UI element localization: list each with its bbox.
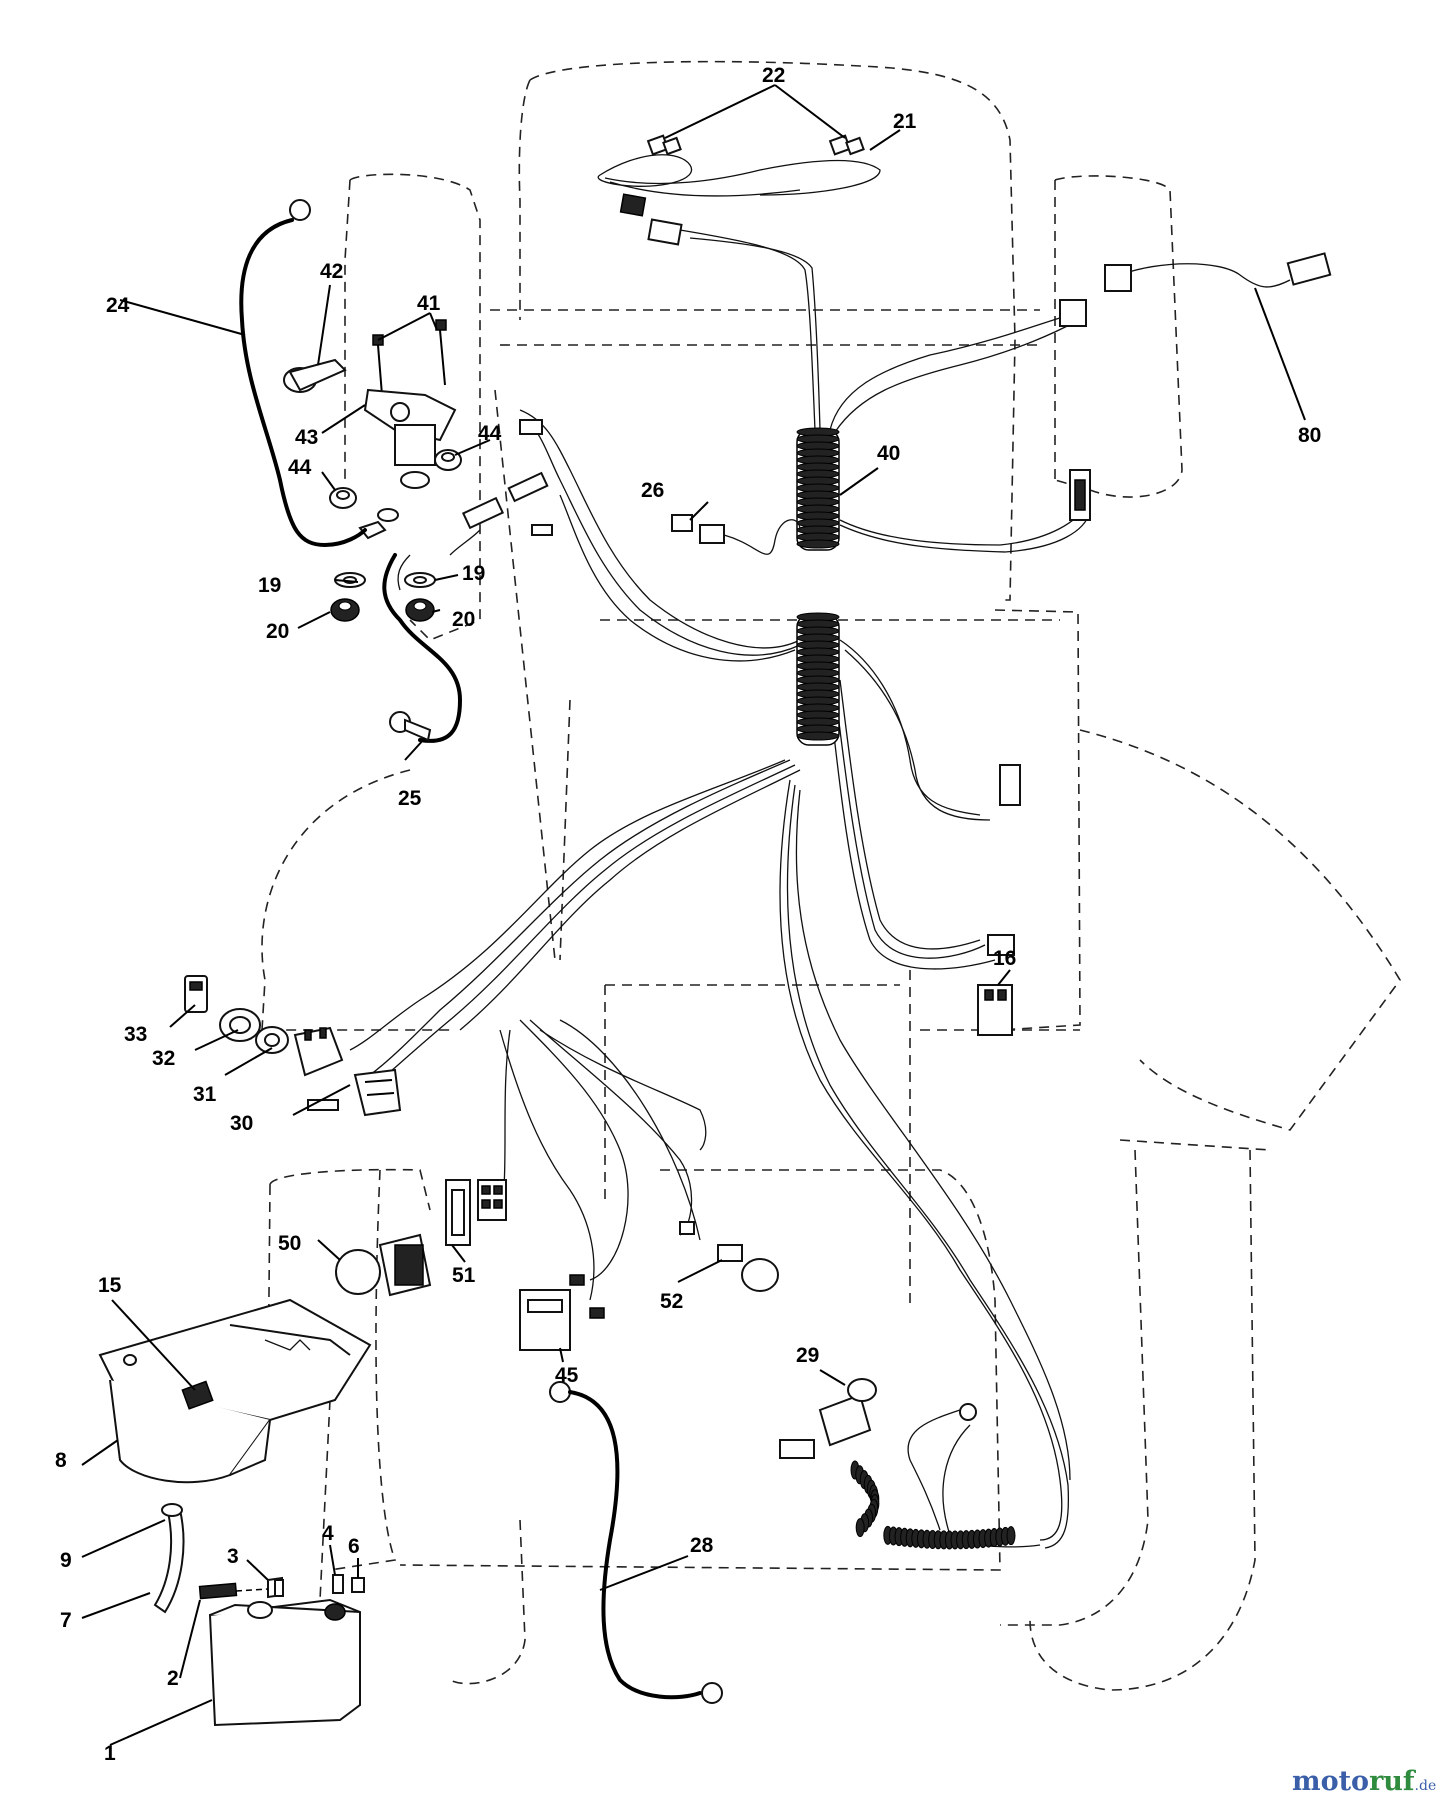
callout-44-right: 44 <box>478 422 502 445</box>
callout-6: 6 <box>348 1535 360 1558</box>
light-sockets-22 <box>597 134 881 246</box>
callout-24: 24 <box>106 294 130 317</box>
callout-20-left: 20 <box>266 620 289 643</box>
battery-cable-28 <box>549 1381 723 1704</box>
loom-conduit <box>796 427 840 746</box>
callout-8: 8 <box>55 1449 67 1472</box>
callout-4: 4 <box>322 1522 334 1545</box>
callout-32: 32 <box>152 1047 175 1070</box>
callout-16: 16 <box>993 947 1016 970</box>
callout-80: 80 <box>1298 424 1321 447</box>
callout-25: 25 <box>398 787 422 810</box>
callout-45: 45 <box>555 1364 579 1387</box>
rear-harness <box>907 1409 1041 1548</box>
seat-switch-29 <box>779 1378 977 1459</box>
coil-ring <box>796 731 840 741</box>
callout-28: 28 <box>690 1534 714 1557</box>
callout-20-right: 20 <box>452 608 475 631</box>
callout-numbers: 1 2 3 4 6 7 8 9 15 16 19 19 20 20 21 22 … <box>55 64 1321 1765</box>
callout-43: 43 <box>295 426 318 449</box>
callout-31: 31 <box>193 1083 217 1106</box>
callout-42: 42 <box>320 260 343 283</box>
main-harness <box>349 229 1091 1549</box>
callout-44-left: 44 <box>288 456 312 479</box>
callout-2: 2 <box>167 1667 179 1690</box>
callout-51: 51 <box>452 1264 476 1287</box>
ignition-switch <box>184 975 402 1117</box>
battery-1 <box>198 1574 365 1727</box>
leader-lines <box>81 84 1306 1746</box>
coil-loop <box>1006 1526 1016 1546</box>
callout-40: 40 <box>877 442 900 465</box>
coil-loop <box>855 1518 865 1538</box>
svg-text:motoruf.de: motoruf.de <box>1292 1766 1436 1797</box>
module-45 <box>519 1274 605 1351</box>
vent-tube <box>153 1503 185 1614</box>
callout-3: 3 <box>227 1545 239 1568</box>
connector-26 <box>671 514 801 555</box>
callout-21: 21 <box>893 110 917 133</box>
coiled-cable-29 <box>850 1460 1016 1550</box>
solenoid-wires <box>397 419 553 591</box>
bulb-52 <box>679 1221 779 1292</box>
battery-cable-24 <box>239 199 367 548</box>
callout-9: 9 <box>60 1549 72 1572</box>
callout-19-left: 19 <box>258 574 281 597</box>
callout-19-right: 19 <box>462 562 485 585</box>
solenoid-assembly <box>283 319 462 540</box>
callout-1: 1 <box>104 1742 116 1765</box>
callout-15: 15 <box>98 1274 122 1297</box>
pto-switch-50 <box>335 1179 507 1297</box>
watermark-logo: motoruf.de <box>1292 1766 1436 1797</box>
chassis-outline <box>261 60 1401 1691</box>
callout-30: 30 <box>230 1112 253 1135</box>
watermark-part2: ruf <box>1369 1766 1417 1797</box>
callout-26: 26 <box>641 479 664 502</box>
battery-box-8 <box>98 1298 372 1484</box>
callout-50: 50 <box>278 1232 301 1255</box>
callout-33: 33 <box>124 1023 147 1046</box>
coil-ring <box>796 539 840 549</box>
callout-22: 22 <box>762 64 785 87</box>
watermark-suffix: .de <box>1415 1778 1437 1794</box>
callout-29: 29 <box>796 1344 819 1367</box>
ground-cable-25 <box>382 553 463 743</box>
connector-16 <box>977 764 1021 1036</box>
washers-nuts <box>330 572 436 622</box>
callout-41: 41 <box>417 292 441 315</box>
callout-7: 7 <box>60 1609 72 1632</box>
watermark-part1: moto <box>1292 1766 1369 1797</box>
connector-80 <box>1059 252 1332 521</box>
callout-52: 52 <box>660 1290 683 1313</box>
